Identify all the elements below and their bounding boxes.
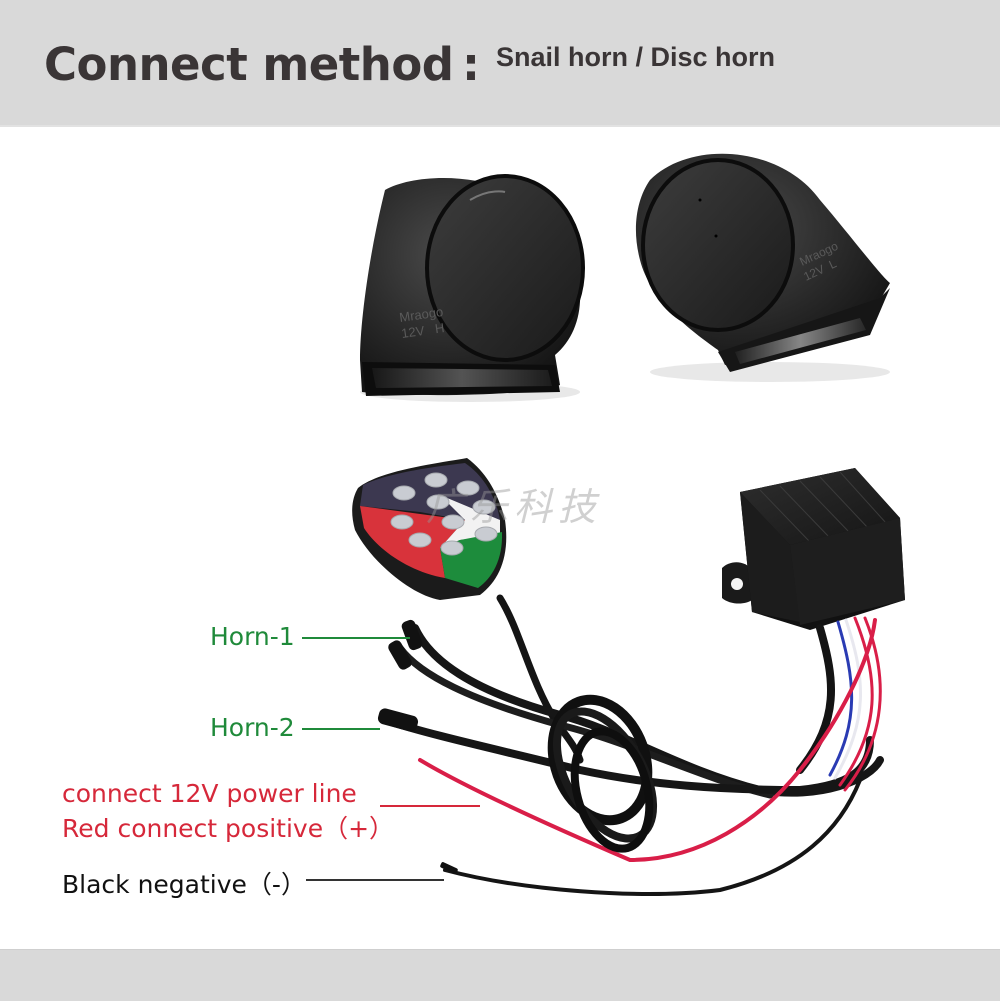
snail-horn-left: Mraogo 12V H (360, 174, 585, 402)
header-band: Connect method : Snail horn / Disc horn (0, 0, 1000, 127)
remote-pad (352, 458, 507, 600)
label-power-line: connect 12V power line (62, 779, 357, 808)
leader-horn-2 (302, 728, 380, 730)
watermark-text: 广乐科技 (426, 485, 603, 529)
leader-negative (306, 879, 444, 881)
footer-band (0, 949, 1000, 1001)
leader-horn-1 (302, 637, 410, 639)
page-subtitle: Snail horn / Disc horn (496, 42, 776, 72)
horn-left-brand: Mraogo (398, 304, 444, 325)
label-negative: Black negative（-） (62, 870, 306, 899)
snail-horn-right: Mraogo 12V L (635, 153, 890, 382)
label-horn-1: Horn-1 (210, 622, 295, 651)
page-title: Connect method : (44, 38, 480, 91)
label-horn-2: Horn-2 (210, 713, 295, 742)
wiring-harness (381, 594, 884, 896)
product-photo: Mraogo 12V H Mraogo 12V L (352, 153, 905, 896)
leader-positive (380, 805, 480, 807)
connector-plugs (377, 619, 458, 874)
label-positive: Red connect positive（+） (62, 814, 395, 843)
controller-box (722, 468, 905, 630)
svg-text:12V H: 12V H (400, 320, 445, 341)
